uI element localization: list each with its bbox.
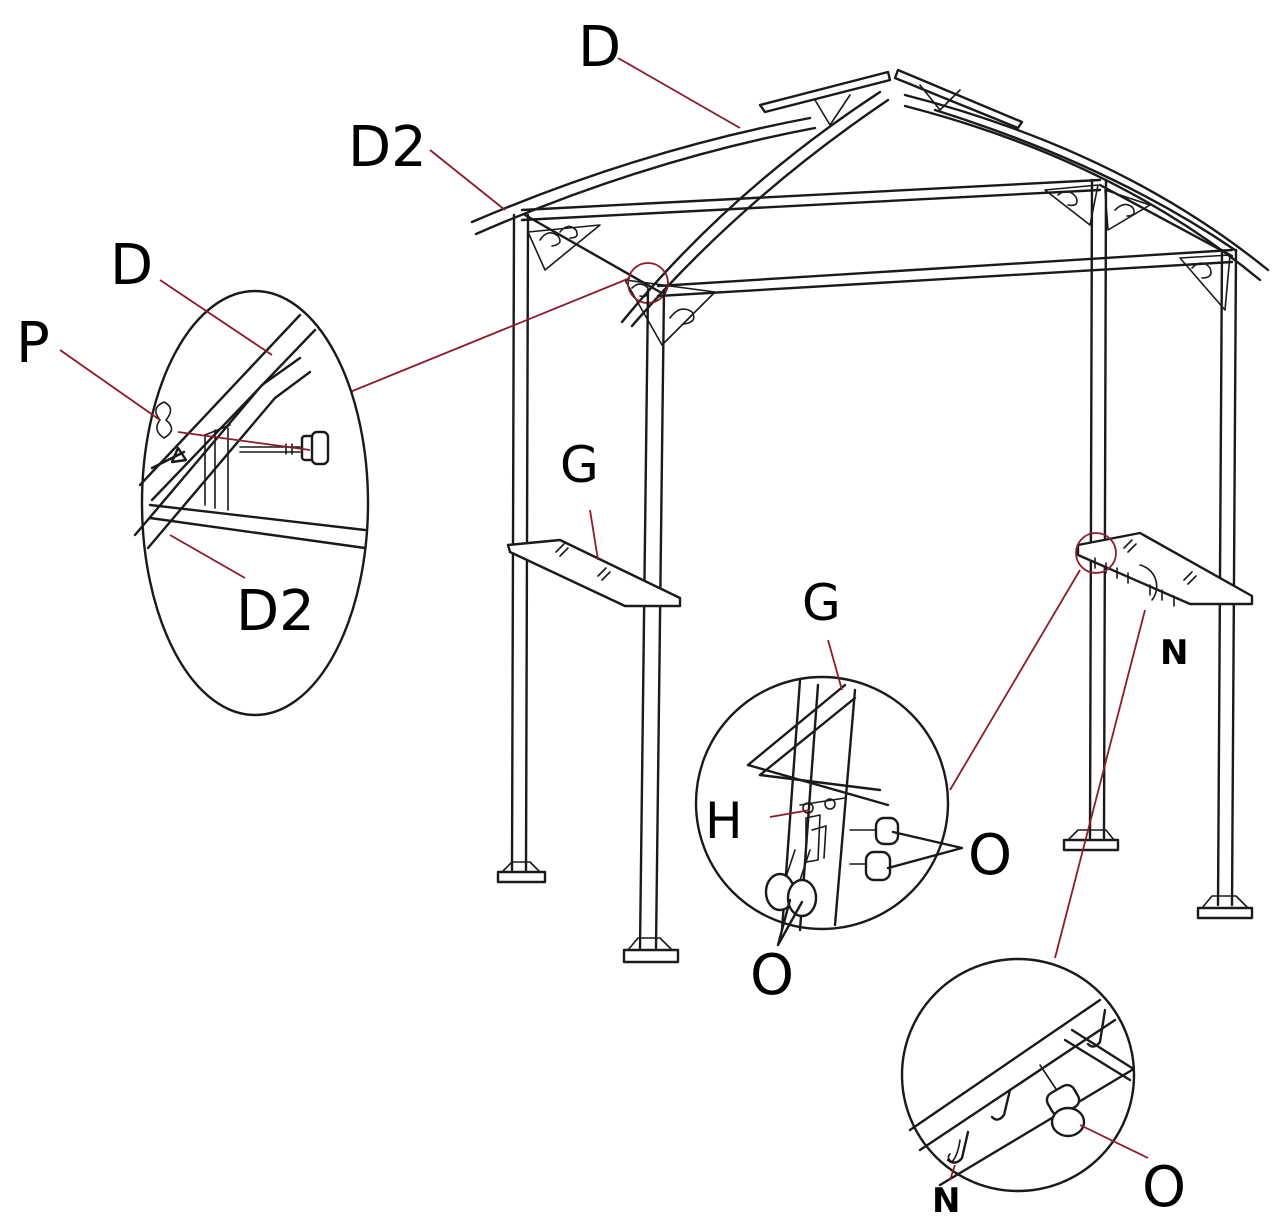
label-o-detail-bottom: O: [750, 943, 794, 1008]
label-d-roof: D: [578, 15, 621, 80]
right-shelf: [1075, 531, 1254, 607]
label-o-hook-detail: O: [1142, 1155, 1186, 1220]
label-d-detail: D: [110, 233, 153, 298]
label-n-hook-detail: N: [932, 1181, 960, 1221]
rafter-connection-detail: [59, 279, 370, 717]
shelf-bracket-detail: [694, 639, 964, 947]
label-p-detail: P: [16, 311, 50, 376]
label-d2-roof: D2: [348, 115, 427, 180]
left-shelf: [506, 538, 682, 608]
label-h-detail: H: [705, 792, 743, 850]
label-d2-detail: D2: [236, 579, 315, 644]
gazebo-roof: [470, 68, 1270, 346]
leader-lines: [349, 57, 1146, 959]
gazebo-posts: [496, 178, 1254, 964]
label-g-shelf: G: [560, 436, 599, 494]
label-n-shelf: N: [1160, 633, 1188, 673]
hook-detail: [900, 957, 1149, 1193]
label-o-detail-right: O: [968, 823, 1012, 888]
part-labels: D D2 D P D2 G G H O O N N O: [16, 15, 1188, 1221]
label-g-detail: G: [802, 574, 841, 632]
